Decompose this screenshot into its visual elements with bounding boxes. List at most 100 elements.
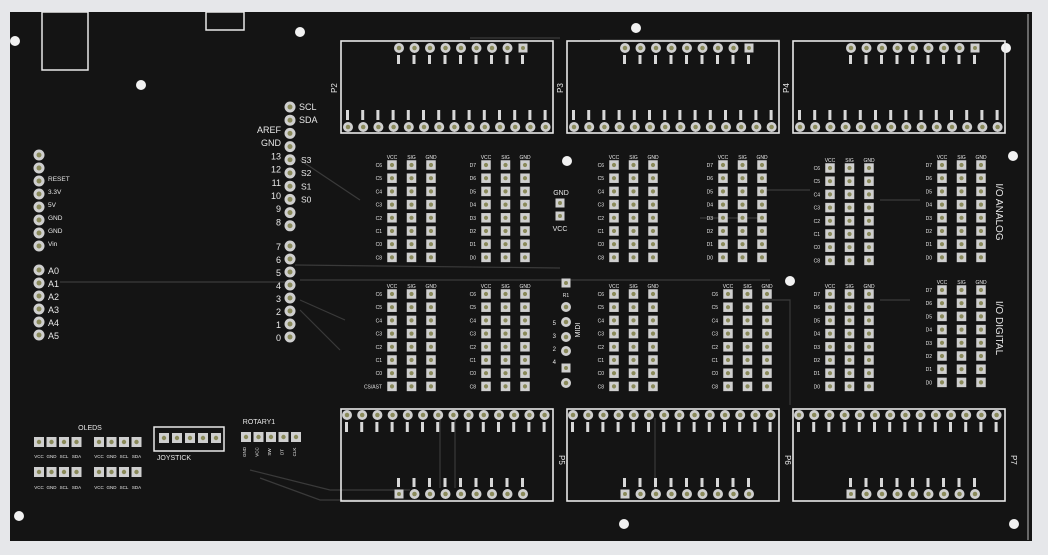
pin-label-mark xyxy=(685,55,688,64)
pad-hole xyxy=(827,384,833,389)
pad-hole xyxy=(720,176,726,181)
grid-row-label: D6 xyxy=(814,305,821,311)
rotary-pin-label: DT xyxy=(280,449,285,455)
pad-hole xyxy=(428,305,434,310)
module-outline xyxy=(566,408,780,502)
pad-hole xyxy=(939,327,945,332)
pad-hole xyxy=(707,412,713,418)
pad-hole xyxy=(390,412,395,418)
digital-pin-label: 4 xyxy=(276,281,281,291)
pad-hole xyxy=(483,305,489,310)
pad-hole xyxy=(959,353,964,359)
grid-row-label: D4 xyxy=(470,203,477,209)
pad-hole xyxy=(412,45,417,51)
pad-hole xyxy=(564,281,568,285)
pad-hole xyxy=(396,45,402,51)
pad-hole xyxy=(474,491,479,497)
pad-hole xyxy=(978,287,984,293)
pad-hole xyxy=(268,434,274,440)
pad-hole xyxy=(409,305,414,310)
oled-pin-label: SCL xyxy=(60,485,69,490)
pad-hole xyxy=(631,176,636,181)
pad-hole xyxy=(161,435,167,441)
pad-hole xyxy=(482,124,488,130)
pad-hole xyxy=(754,124,759,130)
pad-hole xyxy=(745,305,750,310)
grid-row-label: C8 xyxy=(712,384,719,390)
grid-header-label: VCC xyxy=(481,284,492,290)
pin-label-mark xyxy=(412,478,416,487)
pin-label-mark xyxy=(498,110,501,120)
pad-hole xyxy=(36,191,42,197)
pad-hole xyxy=(522,189,528,194)
module-p7: P7 xyxy=(792,408,1018,502)
pad-hole xyxy=(720,228,726,234)
pad-hole xyxy=(740,255,745,260)
pad-hole xyxy=(827,165,833,171)
pin-label-mark xyxy=(443,478,447,487)
mounting-hole xyxy=(295,27,305,37)
pad-hole xyxy=(978,327,984,332)
grid-row-label: D3 xyxy=(926,341,933,347)
pad-hole xyxy=(522,305,528,310)
digital-pin-label: SCL xyxy=(299,102,317,112)
pad-hole xyxy=(489,45,495,51)
joystick-outline xyxy=(153,426,225,452)
pad-hole xyxy=(995,124,1000,130)
pad-hole xyxy=(503,318,508,323)
pad-hole xyxy=(873,124,879,130)
grid-row-label: C1 xyxy=(376,358,383,364)
digital-pin-label: 1 xyxy=(276,320,281,330)
midi-r-label: R1 xyxy=(563,293,570,299)
grid-row-label: D6 xyxy=(707,176,714,182)
pin-label-mark xyxy=(911,55,914,64)
pad-hole xyxy=(287,104,293,110)
pad-hole xyxy=(725,384,731,389)
grid-row-label: C2 xyxy=(470,345,477,351)
pad-hole xyxy=(653,45,659,51)
pin-label-mark xyxy=(700,55,704,64)
pin-label-mark xyxy=(451,422,455,432)
pin-label-mark xyxy=(375,422,379,432)
pad-hole xyxy=(406,124,412,130)
analog-pin-label: A3 xyxy=(48,305,59,315)
pad-hole xyxy=(849,492,853,496)
pad-hole xyxy=(503,242,508,247)
pad-hole xyxy=(503,176,508,181)
pad-hole xyxy=(847,331,852,336)
pin-label-mark xyxy=(397,478,400,487)
pad-hole xyxy=(458,45,464,51)
oleds-title: OLEDS xyxy=(78,425,102,432)
grid-header-label: VCC xyxy=(937,155,948,161)
pin-label-mark xyxy=(647,422,650,432)
pad-hole xyxy=(827,357,833,363)
grid-header-label: GND xyxy=(425,284,437,290)
pad-hole xyxy=(847,205,852,210)
pad-hole xyxy=(866,179,872,184)
pad-hole xyxy=(847,371,852,376)
pin-label-mark xyxy=(663,110,667,120)
analog-pin-label: A4 xyxy=(48,318,59,328)
pad-hole xyxy=(409,242,414,247)
pad-hole xyxy=(287,170,293,176)
grid-row-label: C1 xyxy=(598,358,605,364)
pad-hole xyxy=(389,202,395,207)
pin-label-mark xyxy=(360,422,364,432)
pad-hole xyxy=(959,202,964,207)
oled-pin-label: SDA xyxy=(72,485,81,490)
pad-hole xyxy=(647,124,653,130)
pin-label-mark xyxy=(513,110,517,120)
pin-label-mark xyxy=(707,422,711,432)
midi-pin-label: 5 xyxy=(553,321,557,327)
oled-pin-label: GND xyxy=(47,454,58,459)
pad-hole xyxy=(631,189,636,194)
pin-label-mark xyxy=(864,478,868,487)
pad-hole xyxy=(570,412,576,418)
pad-hole xyxy=(827,218,833,223)
gnd-label: GND xyxy=(553,190,569,197)
pad-hole xyxy=(611,371,617,376)
